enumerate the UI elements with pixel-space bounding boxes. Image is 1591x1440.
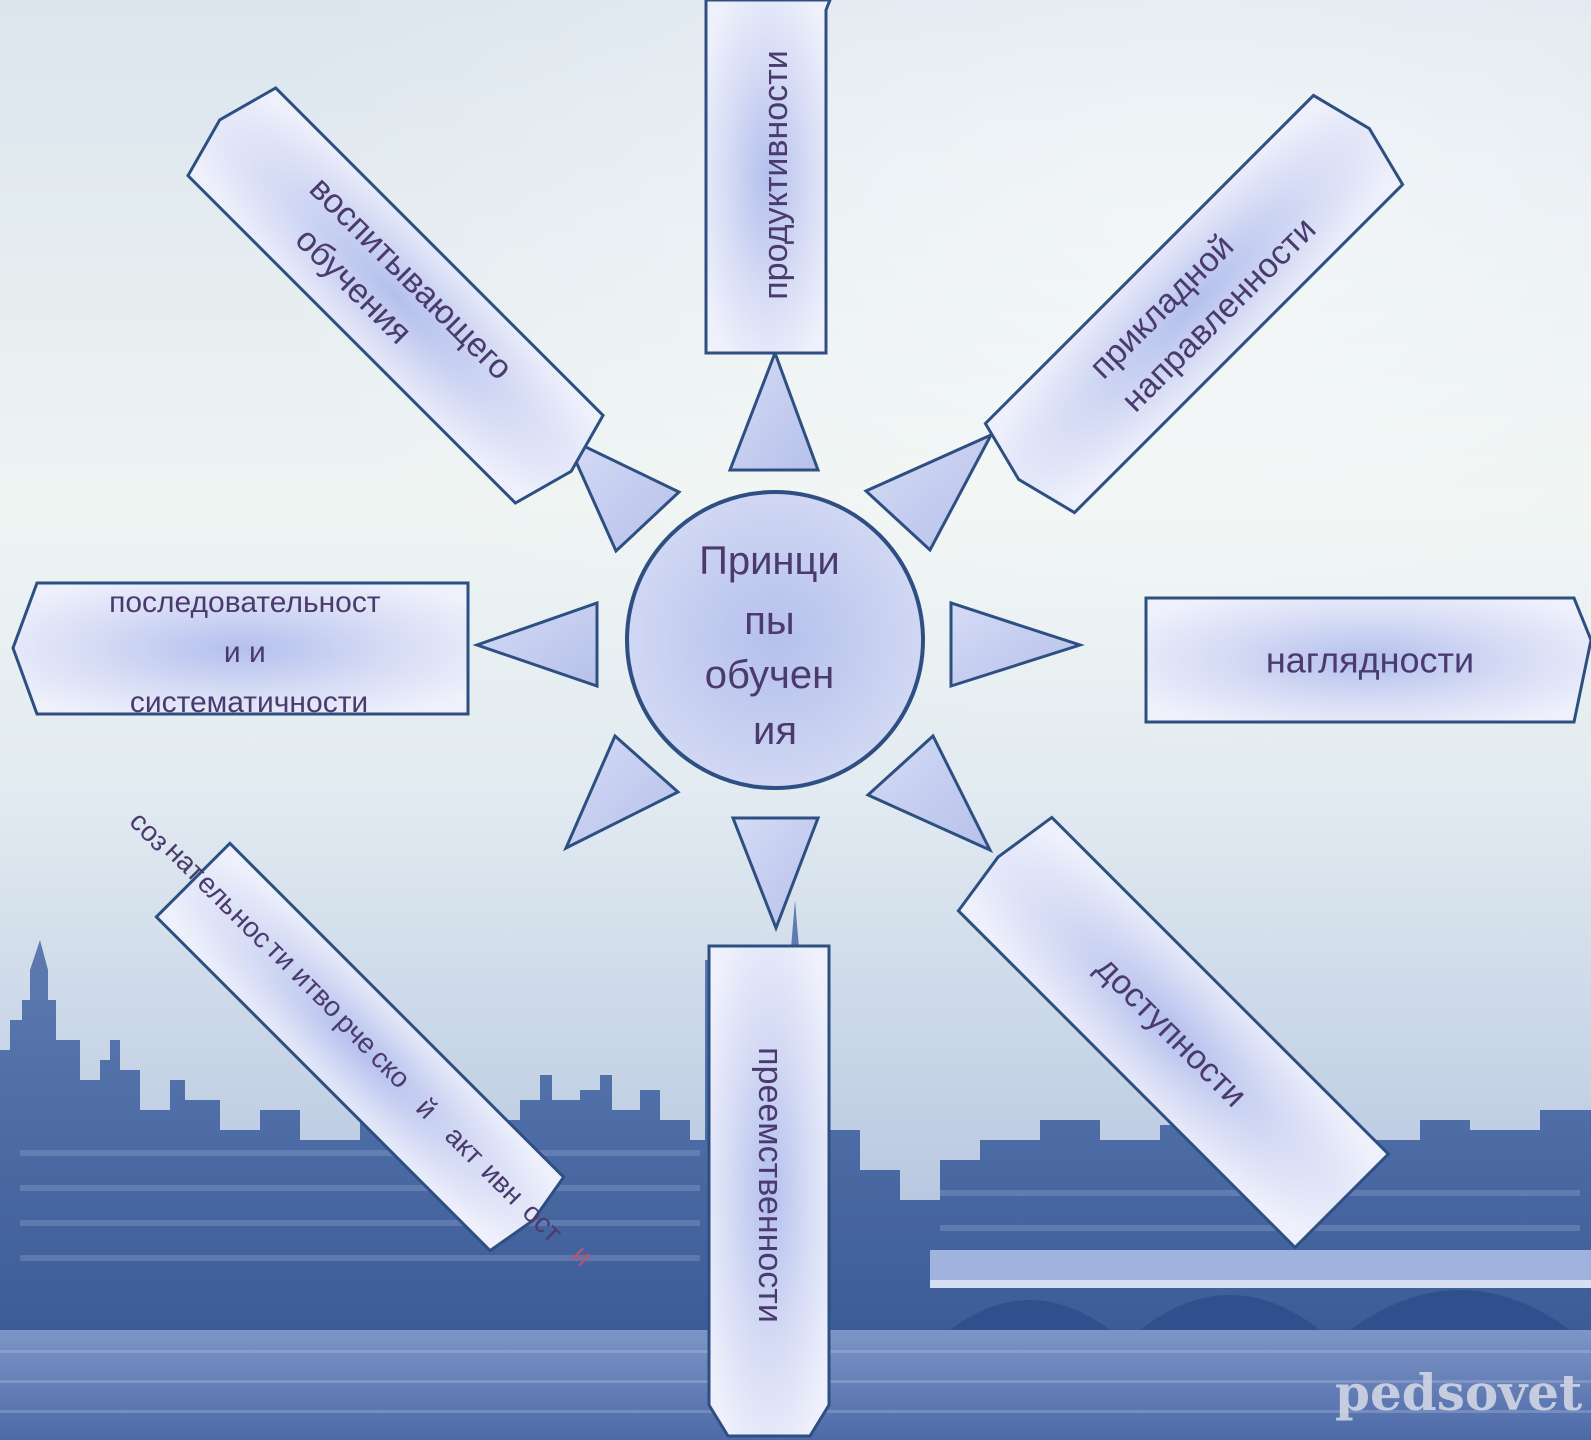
- continuity-label: преемственности: [751, 1047, 789, 1323]
- center-line-1: Принци: [699, 539, 840, 583]
- principle-consistency: последовательност и и систематичности: [11, 581, 470, 719]
- productivity-label: продуктивности: [757, 50, 795, 299]
- center-line-4: ия: [753, 709, 797, 753]
- center-node: Принци пы обучен ия: [625, 490, 925, 790]
- consistency-label: последовательност и и систематичности: [109, 586, 389, 719]
- arrow-up-right: [863, 431, 995, 553]
- arrow-right: [949, 600, 1085, 689]
- watermark-text: pedsovet: [1335, 1363, 1582, 1422]
- principle-consciousness: соз нат ель нос ти и тво рче ско й акт и…: [124, 805, 599, 1271]
- consistency-line-2: и и: [224, 636, 266, 669]
- arrow-left: [472, 600, 599, 689]
- arrow-down-left: [562, 733, 681, 852]
- consistency-line-1: последовательност: [109, 586, 381, 619]
- principle-visibility: наглядности: [1144, 596, 1591, 724]
- arrow-down: [730, 816, 821, 933]
- visibility-label: наглядности: [1266, 640, 1474, 681]
- principle-productivity: продуктивности: [704, 0, 832, 355]
- bridge: [930, 1250, 1591, 1330]
- center-line-3: обучен: [705, 653, 834, 697]
- center-line-2: пы: [744, 599, 794, 643]
- consistency-line-3: систематичности: [130, 686, 368, 719]
- arrow-down-right: [865, 733, 994, 854]
- center-title: Принци пы обучен ия: [699, 539, 851, 753]
- arrow-up-left: [561, 433, 682, 554]
- principle-continuity: преемственности: [707, 944, 831, 1438]
- arrows: [472, 348, 1085, 933]
- arrow-up: [727, 348, 821, 472]
